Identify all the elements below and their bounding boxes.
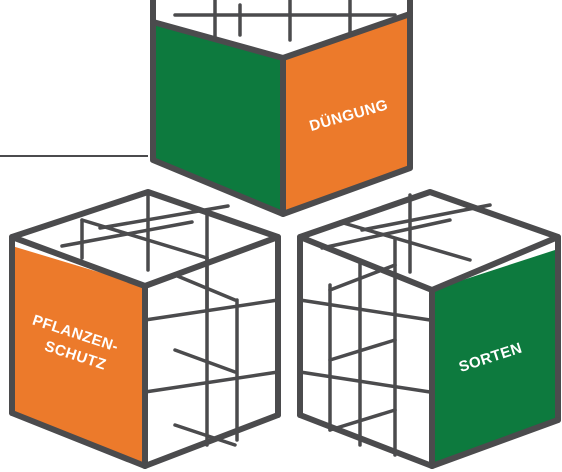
crate-sorten-right-face <box>432 250 555 466</box>
crate-pflanzenschutz: PFLANZEN- SCHUTZ <box>9 189 281 469</box>
crate-pflanzenschutz-left-face <box>12 246 145 466</box>
crate-duengung-right-face <box>283 14 410 214</box>
crate-sorten-top-grid <box>320 193 492 274</box>
crate-duengung-grid <box>173 0 397 47</box>
crate-duengung: DÜNGUNG <box>150 0 413 217</box>
crate-pflanzenschutz-side-grid <box>143 256 280 447</box>
crate-duengung-left-face <box>153 22 283 214</box>
crate-sorten: SORTEN <box>297 189 561 469</box>
